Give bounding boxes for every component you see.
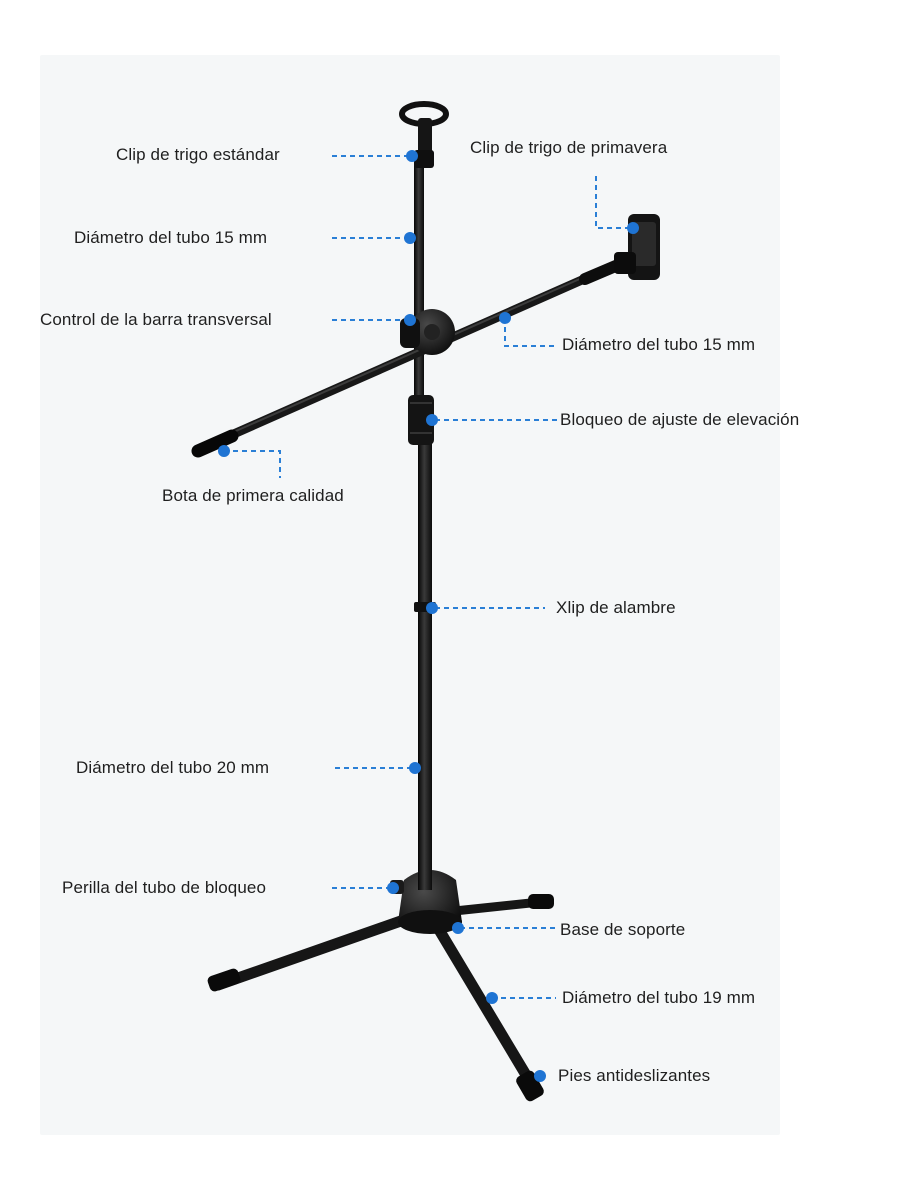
marker-standard-clip <box>406 150 418 162</box>
label-height-lock: Bloqueo de ajuste de elevación <box>560 410 800 429</box>
marker-crossbar-control <box>404 314 416 326</box>
label-premium-boot: Bota de primera calidad <box>162 486 344 505</box>
marker-wire-clip <box>426 602 438 614</box>
label-base: Base de soporte <box>560 920 686 939</box>
label-spring-clip: Clip de trigo de primavera <box>470 138 668 157</box>
label-crossbar-control: Control de la barra transversal <box>40 310 272 329</box>
leader-tube-15-boom <box>504 318 558 347</box>
leader-premium-boot <box>224 450 281 478</box>
marker-spring-clip <box>627 222 639 234</box>
label-tube-19: Diámetro del tubo 19 mm <box>562 988 756 1007</box>
upper-pole <box>414 165 424 420</box>
marker-premium-boot <box>218 445 230 457</box>
label-lock-knob: Perilla del tubo de bloqueo <box>62 878 267 897</box>
marker-tube-19 <box>486 992 498 1004</box>
back-leg <box>440 897 545 917</box>
marker-height-lock <box>426 414 438 426</box>
front-leg <box>432 922 538 1091</box>
left-leg <box>212 909 424 991</box>
label-wire-clip: Xlip de alambre <box>556 598 676 617</box>
marker-lock-knob <box>387 882 399 894</box>
leader-spring-clip <box>595 176 630 229</box>
marker-tube-15-boom <box>499 312 511 324</box>
marker-tube-20 <box>409 762 421 774</box>
boom-boot-shape <box>191 429 239 458</box>
label-non-slip-feet: Pies antideslizantes <box>558 1066 711 1085</box>
boom-clutch <box>400 309 455 355</box>
marker-non-slip-feet <box>534 1070 546 1082</box>
lower-pole <box>418 420 432 890</box>
back-foot <box>528 894 554 909</box>
marker-tube-15-upper <box>404 232 416 244</box>
marker-base <box>452 922 464 934</box>
label-standard-clip: Clip de trigo estándar <box>116 145 280 164</box>
boom-arm <box>191 256 631 458</box>
label-tube-15-upper: Diámetro del tubo 15 mm <box>74 228 268 247</box>
left-foot <box>207 968 241 992</box>
tripod-legs <box>207 894 554 1102</box>
label-tube-15-boom: Diámetro del tubo 15 mm <box>562 335 756 354</box>
label-tube-20: Diámetro del tubo 20 mm <box>76 758 270 777</box>
standard-clip-shape <box>399 101 449 168</box>
